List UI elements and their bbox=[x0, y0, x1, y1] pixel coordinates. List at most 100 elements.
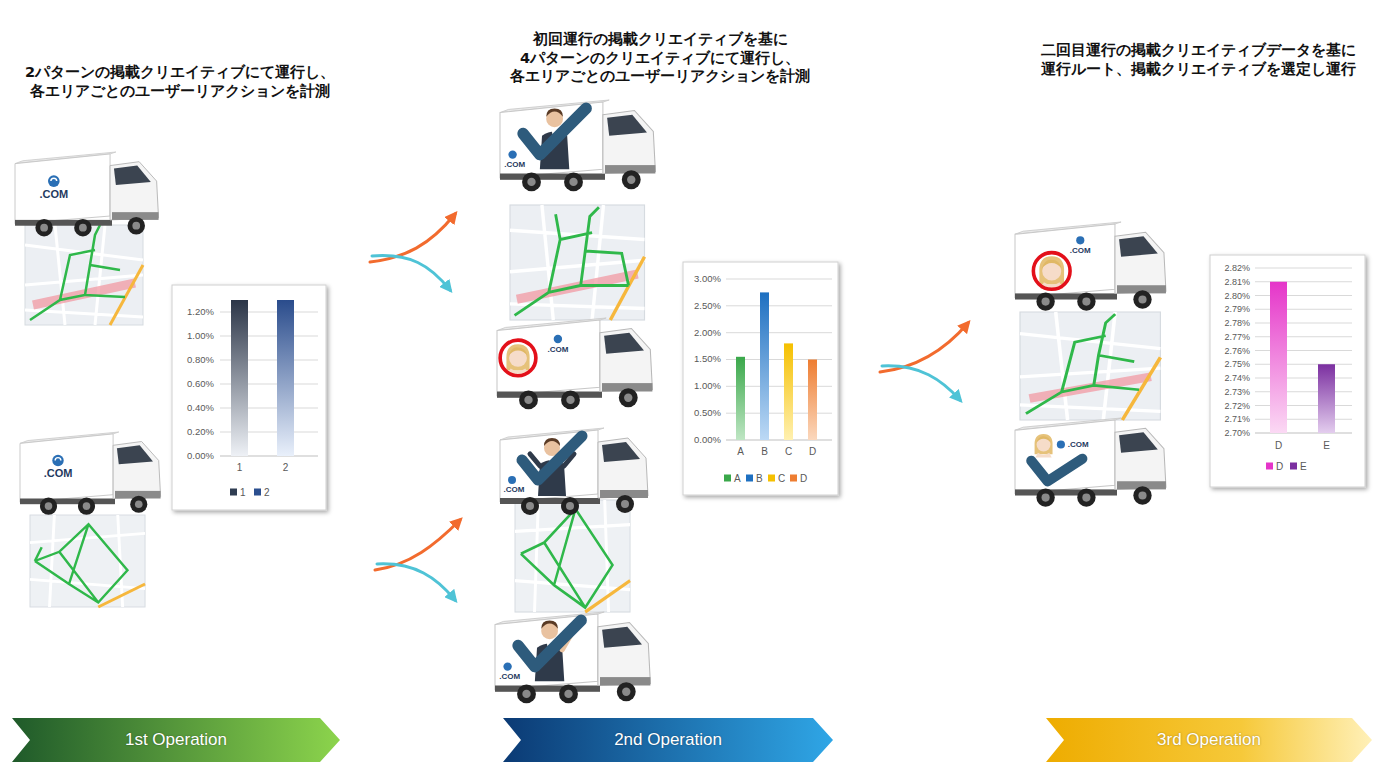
truck-logo-text: .COM bbox=[499, 672, 520, 682]
truck-logo-text: .COM bbox=[504, 160, 525, 170]
truck-illustration bbox=[1015, 222, 1166, 311]
legend-text: 2 bbox=[264, 487, 270, 498]
axis-tick: 3.00% bbox=[694, 273, 721, 284]
legend-swatch bbox=[746, 475, 753, 482]
axis-tick: 0.00% bbox=[187, 450, 214, 461]
axis-tick: 0.80% bbox=[187, 354, 214, 365]
axis-tick: 0.00% bbox=[694, 434, 721, 445]
axis-tick: 0.20% bbox=[187, 426, 214, 437]
truck-illustration bbox=[500, 100, 655, 191]
bar bbox=[277, 300, 294, 456]
operation-band: 3rd Operation bbox=[1046, 718, 1372, 762]
legend-item: C bbox=[768, 473, 785, 484]
truck-logo-text: .COM bbox=[39, 188, 68, 201]
bar bbox=[808, 360, 817, 441]
axis-tick: 2.73% bbox=[1224, 386, 1250, 397]
legend-text: A bbox=[734, 473, 741, 484]
legend-item: D bbox=[790, 473, 807, 484]
truck-illustration bbox=[495, 612, 650, 703]
truck-illustration bbox=[1015, 418, 1166, 507]
axis-tick: 2.78% bbox=[1224, 318, 1250, 329]
axis-tick: 0.40% bbox=[187, 402, 214, 413]
route-map bbox=[30, 515, 145, 607]
band-label: 3rd Operation bbox=[1157, 730, 1261, 750]
legend-text: B bbox=[756, 473, 763, 484]
axis-tick: 2.81% bbox=[1224, 276, 1250, 287]
legend-text: C bbox=[778, 473, 785, 484]
legend-swatch bbox=[230, 489, 237, 496]
axis-category: A bbox=[737, 446, 744, 458]
route-map bbox=[510, 205, 645, 320]
truck-logo-text: .COM bbox=[547, 345, 568, 355]
axis-category: E bbox=[1323, 440, 1330, 452]
axis-category: 2 bbox=[283, 462, 289, 474]
axis-tick: 2.75% bbox=[1224, 359, 1250, 370]
axis-tick: 2.79% bbox=[1224, 304, 1250, 315]
route-map bbox=[1020, 312, 1160, 420]
flow-arrow bbox=[370, 214, 968, 600]
legend-swatch bbox=[1266, 463, 1273, 470]
axis-category: B bbox=[761, 446, 768, 458]
legend-item: E bbox=[1290, 461, 1307, 472]
legend-item: B bbox=[746, 473, 763, 484]
axis-tick: 2.77% bbox=[1224, 331, 1250, 342]
axis-tick: 2.50% bbox=[694, 300, 721, 311]
bar bbox=[231, 300, 248, 456]
axis-tick: 2.82% bbox=[1224, 263, 1250, 274]
axis-tick: 2.00% bbox=[694, 327, 721, 338]
axis-tick: 2.70% bbox=[1224, 428, 1250, 439]
step-heading: 2パターンの掲載クリエイティブにて運行し、 各エリアごとのユーザーリアクションを… bbox=[10, 63, 350, 100]
route-map bbox=[25, 225, 143, 325]
truck-illustration bbox=[500, 428, 648, 515]
truck-logo-text: .COM bbox=[1070, 246, 1091, 256]
chart-panel bbox=[683, 262, 838, 495]
legend-swatch bbox=[790, 475, 797, 482]
route-map bbox=[515, 500, 630, 612]
legend-text: D bbox=[1276, 461, 1283, 472]
bar bbox=[736, 357, 745, 440]
axis-tick: 0.60% bbox=[187, 378, 214, 389]
operation-band: 1st Operation bbox=[12, 718, 340, 762]
legend-item: A bbox=[724, 473, 741, 484]
legend-swatch bbox=[1290, 463, 1297, 470]
axis-category: D bbox=[809, 446, 816, 458]
bar bbox=[760, 292, 769, 440]
bar bbox=[784, 343, 793, 440]
truck-logo-text: .COM bbox=[504, 485, 525, 495]
legend-item: 1 bbox=[230, 487, 246, 498]
axis-tick: 0.50% bbox=[694, 407, 721, 418]
axis-tick: 2.80% bbox=[1224, 290, 1250, 301]
legend-swatch bbox=[768, 475, 775, 482]
step-heading: 初回運行の掲載クリエイティブを基に 4パターンのクリエイティブにて運行し、 各エ… bbox=[490, 30, 830, 86]
band-label: 1st Operation bbox=[125, 730, 227, 750]
truck-illustration bbox=[15, 152, 159, 236]
operation-band: 2nd Operation bbox=[503, 718, 833, 762]
axis-tick: 2.71% bbox=[1224, 414, 1250, 425]
chart-panel bbox=[1210, 255, 1365, 487]
axis-category: D bbox=[1275, 440, 1282, 452]
truck-logo-text: .COM bbox=[1068, 440, 1089, 450]
legend-swatch bbox=[254, 489, 261, 496]
bar bbox=[1318, 364, 1335, 433]
legend-swatch bbox=[724, 475, 731, 482]
legend-item: D bbox=[1266, 461, 1283, 472]
chart-panel bbox=[172, 285, 326, 510]
truck-logo-text: .COM bbox=[44, 467, 73, 480]
axis-tick: 2.76% bbox=[1224, 345, 1250, 356]
legend-text: E bbox=[1300, 461, 1307, 472]
axis-tick: 1.00% bbox=[694, 381, 721, 392]
axis-tick: 2.74% bbox=[1224, 373, 1250, 384]
truck-illustration bbox=[20, 432, 161, 515]
axis-tick: 2.72% bbox=[1224, 400, 1250, 411]
legend-text: D bbox=[800, 473, 807, 484]
step-heading: 二回目運行の掲載クリエイティブデータを基に 運行ルート、掲載クリエイティブを選定… bbox=[1028, 41, 1368, 78]
legend-item: 2 bbox=[254, 487, 270, 498]
truck-illustration bbox=[497, 318, 652, 409]
axis-tick: 1.00% bbox=[187, 330, 214, 341]
axis-tick: 1.20% bbox=[187, 306, 214, 317]
legend-text: 1 bbox=[240, 487, 246, 498]
axis-category: 1 bbox=[237, 462, 243, 474]
bar bbox=[1270, 282, 1287, 433]
axis-category: C bbox=[785, 446, 792, 458]
